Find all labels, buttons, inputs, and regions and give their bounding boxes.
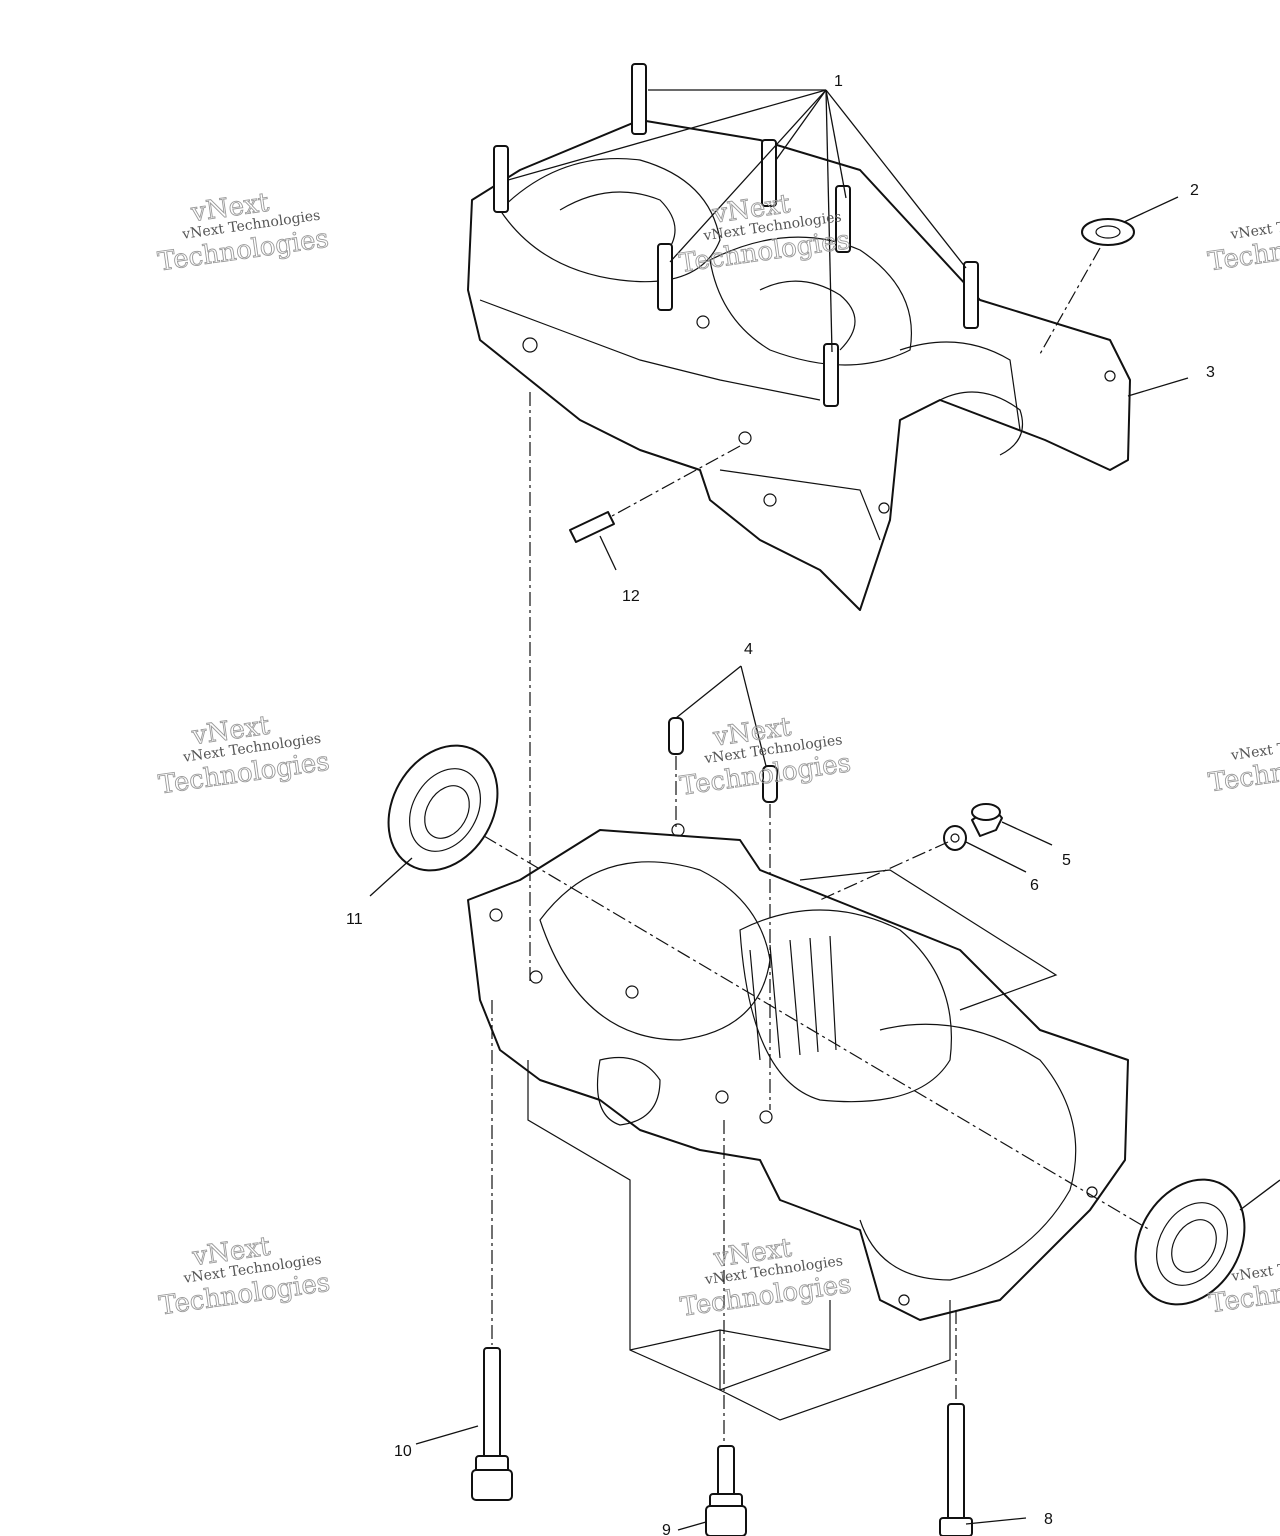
assembly-centerlines [483,247,1151,1442]
upper-crankcase-half [467,119,1131,611]
grommet [1081,218,1135,246]
dowel-pins-lower [668,717,778,803]
lower-crankcase-half [467,823,1129,1421]
callout-6: 6 [1030,877,1039,894]
bolt-10 [471,1347,513,1501]
callout-11: 11 [346,911,363,928]
callout-2: 2 [1190,182,1199,199]
callout-12: 12 [622,588,640,605]
oil-seal-right [1134,1178,1246,1306]
callout-1: 1 [834,73,843,90]
cylinder-studs [493,63,979,407]
callout-4: 4 [744,641,753,658]
callout-5: 5 [1062,852,1071,869]
plug-screw [971,803,1003,837]
dowel-pin-upper [569,511,615,543]
callout-3: 3 [1206,364,1215,381]
callout-8: 8 [1044,1511,1053,1528]
bolt-9 [705,1445,747,1536]
callout-10: 10 [394,1443,412,1460]
oil-seal-left [387,744,499,872]
leader-lines [369,89,1280,1531]
callout-9: 9 [662,1522,671,1536]
callout-labels: 1 2 3 4 5 6 8 9 10 11 12 [346,73,1215,1536]
bolt-8 [939,1403,973,1536]
sealing-washer [943,825,967,851]
